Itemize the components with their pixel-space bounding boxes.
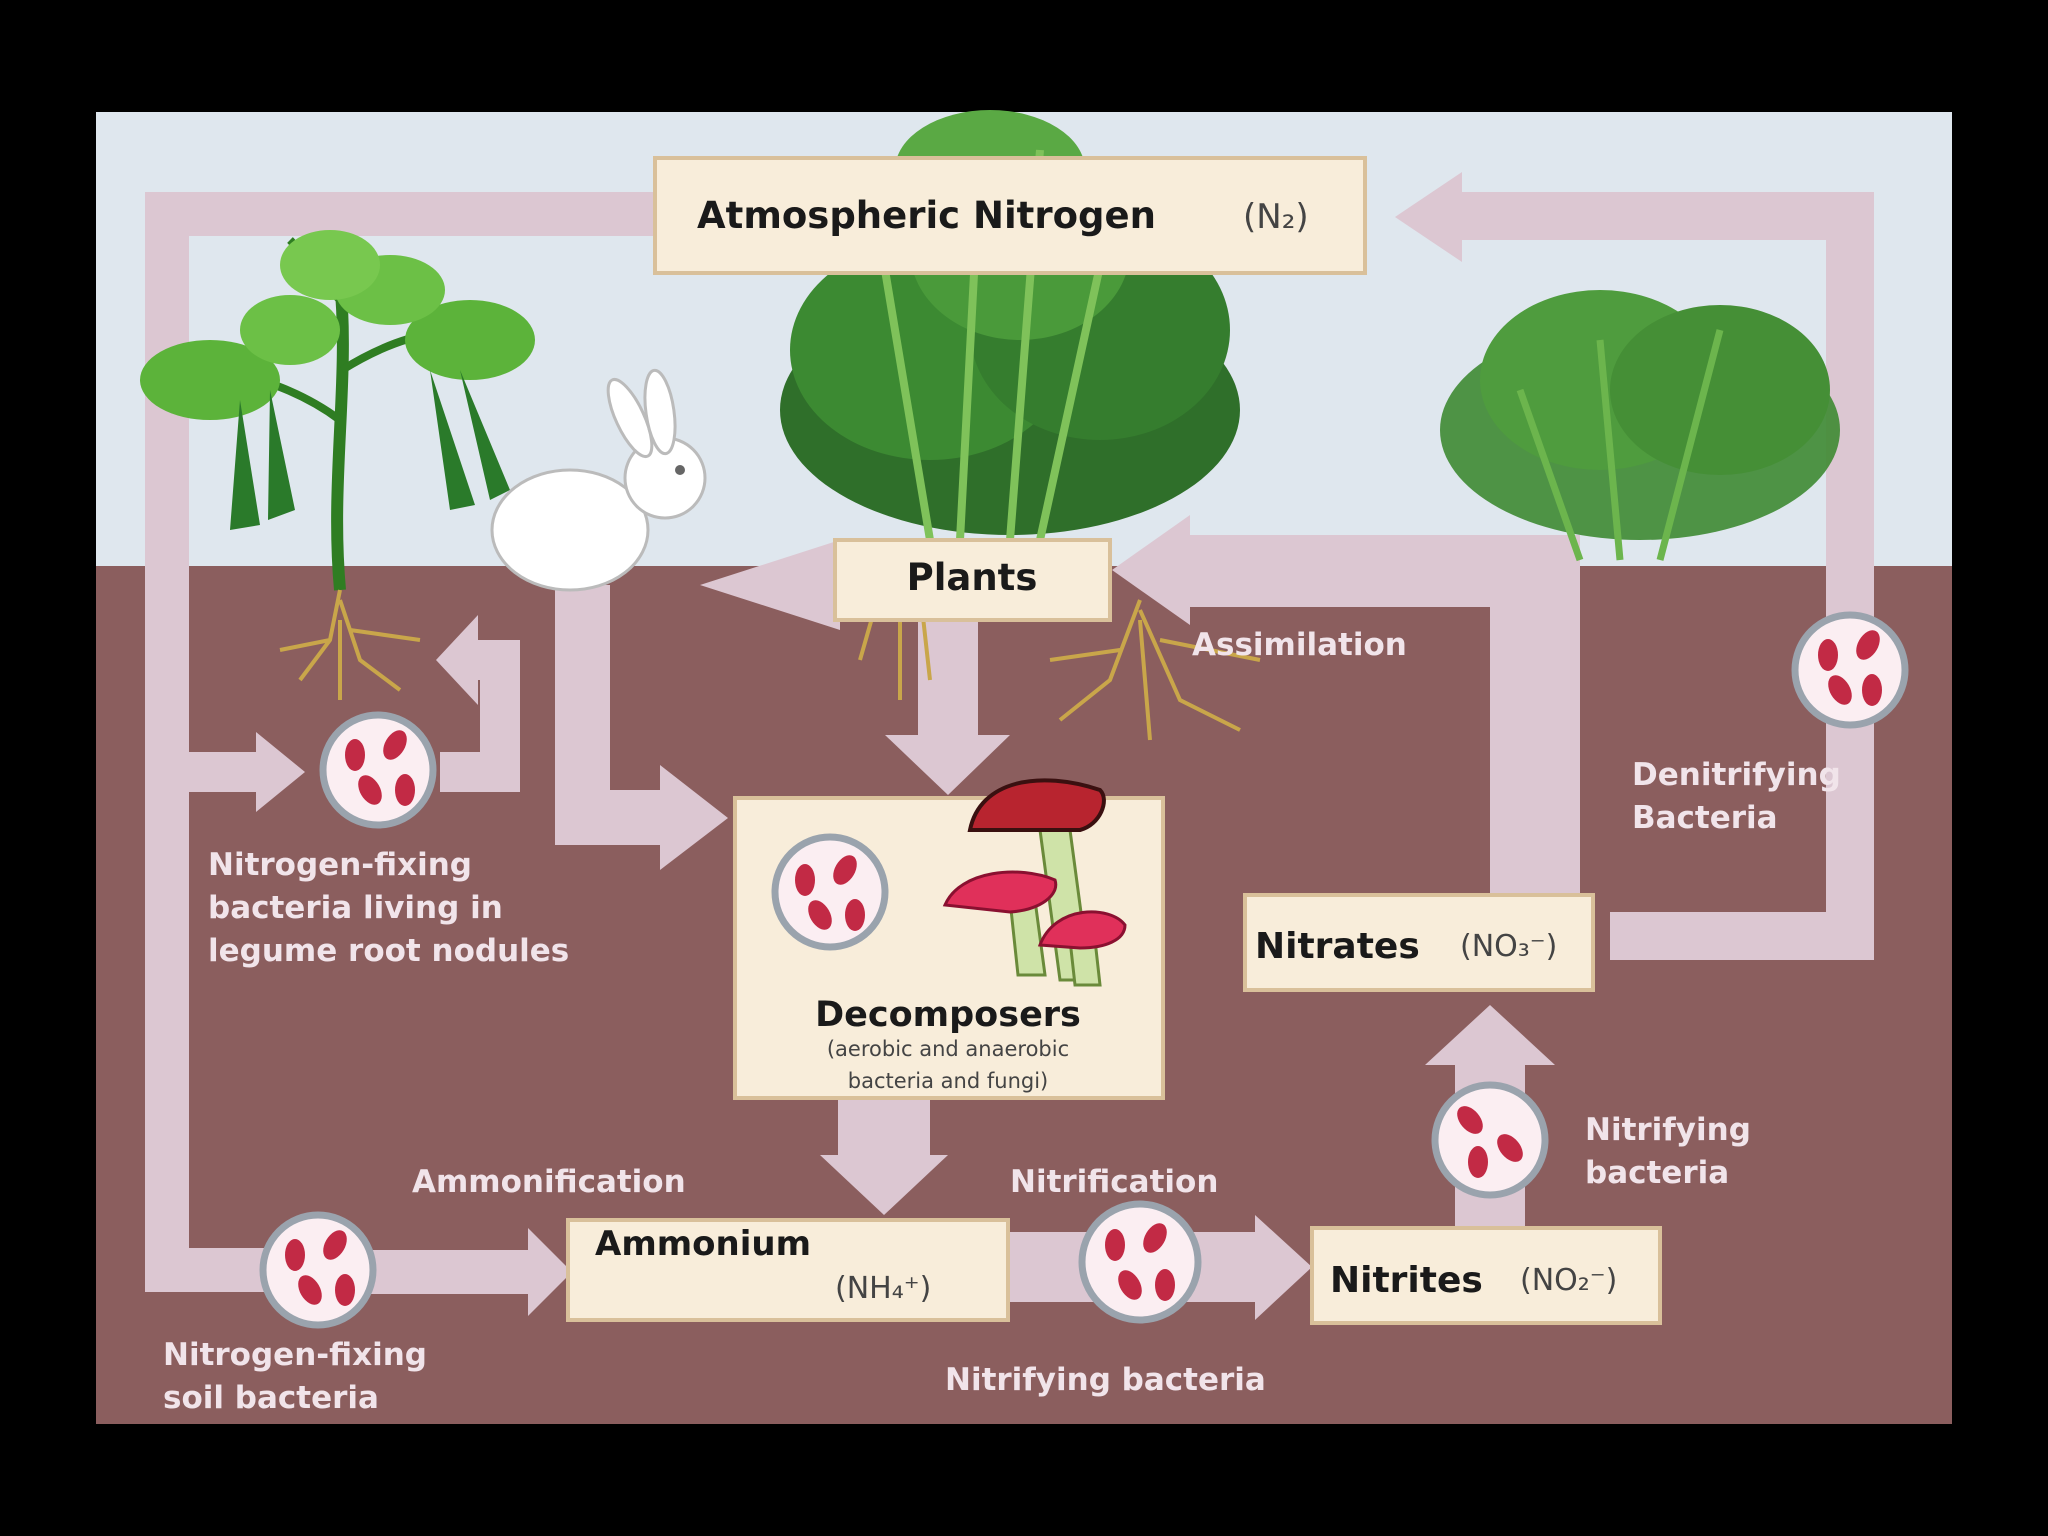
arrow-plants-to-animals [700,540,840,630]
arrow-left-bottom [145,1248,265,1292]
nitrification-label: Nitrification [1010,1164,1218,1200]
plants-label: Plants [907,556,1038,599]
arrow-nodules-up-top [470,640,520,680]
arrow-ammonium-to-nitrites-head [1255,1215,1312,1320]
ammonium-box: Ammonium (NH₄⁺) [566,1218,1010,1322]
nitrifying-bacteria-right-line1: Nitrifying [1585,1112,1751,1148]
atmospheric-nitrogen-formula: (N₂) [1243,197,1309,237]
nitrates-formula: (NO₃⁻) [1460,929,1557,964]
bacteria-icon-nitrification [1078,1200,1202,1324]
nitrites-box: Nitrites (NO₂⁻) [1310,1226,1662,1325]
decomposers-sub1: (aerobic and anaerobic [827,1037,1069,1061]
ammonium-label: Ammonium [595,1224,811,1264]
nitrifying-bacteria-right-line2: bacteria [1585,1155,1729,1191]
bacteria-icon-decomposers [771,833,889,951]
soil-bacteria-line2: soil bacteria [163,1380,379,1416]
arrow-assimilation-head [1112,515,1190,625]
nitrates-box: Nitrates (NO₃⁻) [1243,893,1595,992]
ammonification-label: Ammonification [412,1164,686,1200]
bacteria-icon-denitrifying [1791,611,1909,729]
plants-box: Plants [833,538,1112,622]
rabbit [490,368,707,592]
soil-bacteria-line1: Nitrogen-fixing [163,1337,427,1373]
bacteria-icon-nodules [319,711,437,829]
arrow-down-to-decomposers-head [660,765,728,870]
arrow-left-top [145,192,660,236]
nitrifying-bacteria-bottom-label: Nitrifying bacteria [945,1362,1266,1398]
atmospheric-nitrogen-label: Atmospheric Nitrogen [697,194,1156,237]
arrow-to-nodules-shaft [189,752,259,792]
denitrifying-bacteria-line2: Bacteria [1632,800,1778,836]
legume-bacteria-line2: bacteria living in [208,890,503,926]
right-shrub [1440,290,1840,562]
arrow-soil-to-ammonium-head [528,1228,572,1316]
ammonium-formula: (NH₄⁺) [835,1271,931,1306]
atmospheric-nitrogen-box: Atmospheric Nitrogen (N₂) [653,156,1367,275]
bacteria-icon-soil [259,1211,377,1329]
mushrooms [942,778,1127,987]
legume-plant [140,230,535,591]
arrow-denitrify-head [1395,172,1462,262]
bacteria-icon-nitrifying [1431,1081,1549,1199]
decomposers-sub2: bacteria and fungi) [848,1069,1048,1093]
legume-bacteria-line1: Nitrogen-fixing [208,847,472,883]
arrow-assimilation-over [1185,535,1580,607]
assimilation-label: Assimilation [1192,627,1407,663]
arrow-denitrify-up [1826,192,1874,960]
arrow-nitrites-to-nitrates-head [1425,1005,1555,1065]
denitrifying-bacteria-line1: Denitrifying [1632,757,1841,793]
nitrites-label: Nitrites [1330,1260,1483,1301]
legume-bacteria-line3: legume root nodules [208,933,569,969]
arrow-nodules-up-head [436,615,478,705]
arrow-denitrify-top [1460,192,1874,240]
arrow-to-nodules-head [256,732,305,812]
arrow-soil-to-ammonium-shaft [370,1250,530,1294]
decomposers-label: Decomposers [815,995,1081,1035]
nitrates-label: Nitrates [1255,926,1420,967]
arrow-down-to-decomposers-h [555,790,665,845]
nitrites-formula: (NO₂⁻) [1520,1263,1617,1298]
arrow-plants-to-decomposers-head [885,735,1010,795]
arrow-decomp-to-ammonium-head [820,1155,948,1215]
arrow-decomp-to-ammonium-shaft [838,1098,930,1158]
